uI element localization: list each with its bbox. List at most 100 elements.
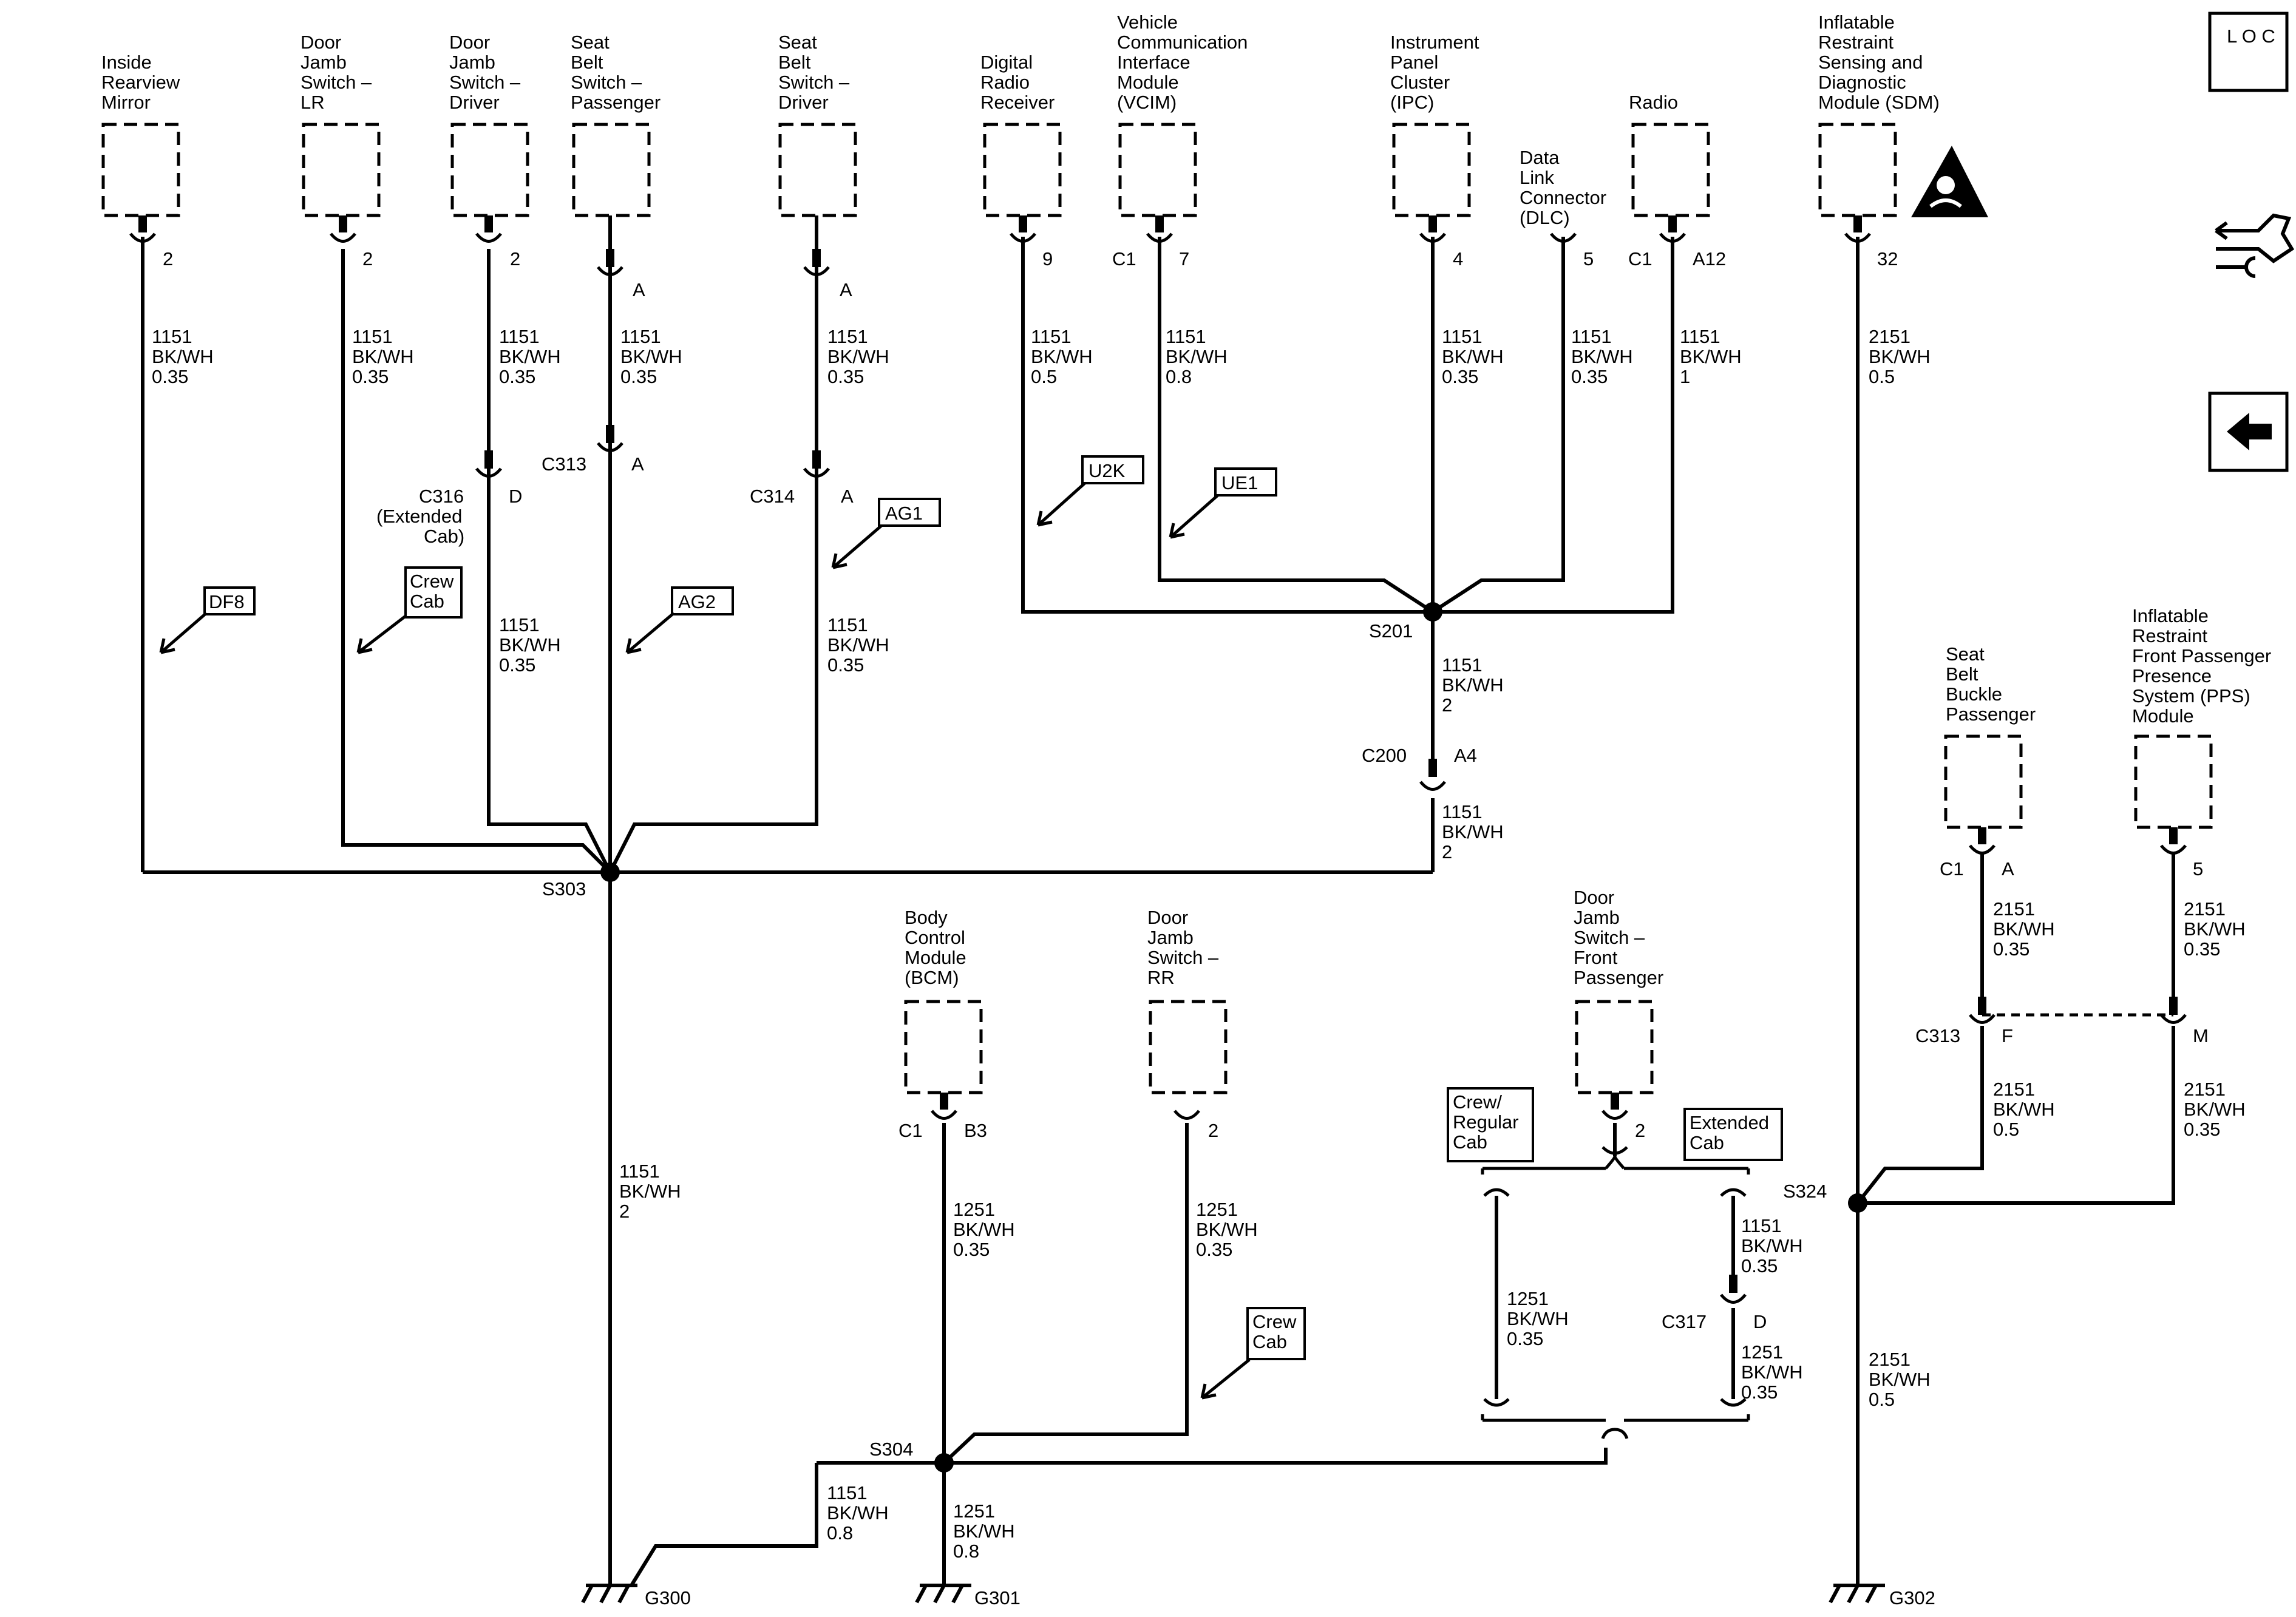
- loc-icon[interactable]: L O C: [2208, 12, 2289, 92]
- fp-upper-bracket-notch: [1605, 1156, 1625, 1170]
- fp-lower-bracket: [1481, 1414, 1750, 1422]
- label-c314: C314: [750, 486, 795, 507]
- tag-ag1-box: [878, 498, 941, 527]
- cap-extended-top: [1720, 1188, 1747, 1197]
- pin-label-c317: D: [1753, 1311, 1767, 1332]
- pin-sbs-passenger: [597, 215, 623, 276]
- label-g301: G301: [974, 1587, 1021, 1609]
- pin-label-c313-a: A: [631, 453, 644, 475]
- tag-df8-arrow: [159, 612, 208, 654]
- svg-text:L O C: L O C: [2227, 25, 2275, 47]
- pin-label-sdm: 32: [1877, 248, 1898, 270]
- airbag-warning-icon: [1911, 146, 1988, 217]
- tag-ag2-arrow: [625, 612, 675, 654]
- label-g300: G300: [645, 1587, 691, 1609]
- tag-ag1: AG1: [885, 503, 923, 524]
- fp-upper-bracket: [1481, 1167, 1750, 1175]
- pin-label-sbb: A: [2002, 858, 2014, 880]
- bcm-box: [904, 1000, 983, 1094]
- pin-label-djs-driver: 2: [510, 248, 520, 270]
- label-c317: C317: [1662, 1311, 1707, 1332]
- tag-u2k-arrow: [1036, 482, 1086, 527]
- conn-c317: [1720, 1275, 1747, 1304]
- tag-df8-box: [203, 586, 256, 615]
- back-arrow-icon[interactable]: [2208, 392, 2289, 472]
- pin-sbs-driver: [803, 215, 830, 276]
- pin-label-djs-fp: 2: [1635, 1120, 1645, 1141]
- s304-g300-wire: [630, 1461, 944, 1587]
- connector-symbols: [129, 215, 2187, 1439]
- pin-label-c313-f: F: [2002, 1025, 2013, 1046]
- connector-end-view-icon[interactable]: [2215, 213, 2295, 278]
- sbs-passenger-box: [572, 123, 651, 217]
- pin-djs-lr: [330, 215, 356, 243]
- ipc-box: [1392, 123, 1471, 217]
- tag-crewcab1-box: [404, 566, 463, 619]
- label-s324: S324: [1783, 1181, 1827, 1202]
- conn-label-sbb: C1: [1940, 858, 1964, 880]
- ground-g301-icon: [915, 1584, 971, 1604]
- cap-regular-bottom: [1483, 1398, 1510, 1407]
- tag-crewcab1-arrow: [356, 615, 407, 654]
- splice-s324: [1848, 1193, 1867, 1213]
- tag-df8: DF8: [209, 591, 245, 612]
- djs-lr-wire: [341, 249, 612, 874]
- dlc-wire: [1432, 237, 1565, 614]
- pin-label-dlc: 5: [1583, 248, 1594, 270]
- option-tags: [159, 455, 1783, 1400]
- inside-mirror-box: [101, 123, 180, 217]
- djs-fp-box: [1575, 1000, 1654, 1094]
- sbs-driver-wire: [608, 249, 818, 873]
- label-s303: S303: [542, 878, 586, 900]
- conn-c313-f: [1969, 997, 1995, 1024]
- tag-ue1: UE1: [1221, 472, 1258, 493]
- pin-dlc: [1550, 232, 1577, 243]
- s304-fp-wire: [944, 1448, 1608, 1465]
- tag-crewregular-box: [1447, 1087, 1534, 1162]
- pin-label-radio: A12: [1693, 248, 1726, 270]
- side-icons[interactable]: L O C: [1911, 12, 2295, 472]
- grounds: [581, 1584, 1885, 1604]
- conn-label-radio: C1: [1628, 248, 1652, 270]
- tag-u2k-box: [1081, 455, 1144, 484]
- pin-label-djs-rr: 2: [1208, 1120, 1218, 1141]
- djs-driver-box: [450, 123, 529, 217]
- vcim-box: [1118, 123, 1197, 217]
- pin-pps: [2160, 827, 2187, 871]
- tag-ue1-arrow: [1169, 494, 1219, 539]
- splice-s201: [1423, 602, 1442, 622]
- sdm-box: [1818, 123, 1897, 217]
- vcim-wire: [1158, 237, 1434, 614]
- pin-sbb: [1969, 827, 1995, 871]
- pin-label-ipc: 4: [1453, 248, 1463, 270]
- pin-label-c316: D: [509, 486, 522, 507]
- label-s201: S201: [1369, 620, 1413, 642]
